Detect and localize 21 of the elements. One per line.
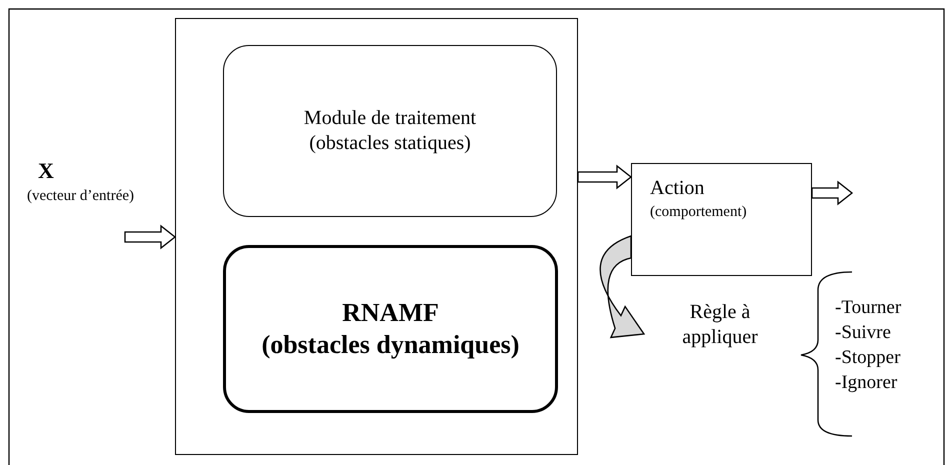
- node-subtitle: (obstacles statiques): [309, 131, 471, 156]
- system-box: [175, 18, 578, 455]
- variable-label: X: [38, 158, 54, 184]
- node-title: Action: [650, 176, 704, 201]
- module-box: [223, 45, 557, 217]
- module-box: [223, 245, 558, 413]
- node-subtitle: (obstacles dynamiques): [262, 329, 520, 361]
- block-arrow: [124, 224, 176, 250]
- block-arrow: [811, 180, 854, 206]
- node-text: Règle à appliquer: [681, 300, 759, 350]
- rule-item: -Tourner: [835, 297, 902, 319]
- input-caption: (vecteur d’entrée): [27, 188, 134, 205]
- node-title: RNAMF: [342, 296, 439, 328]
- rule-item: -Ignorer: [835, 372, 898, 394]
- node-title: Module de traitement: [304, 106, 476, 131]
- block-arrow: [600, 235, 645, 338]
- rule-item: -Suivre: [835, 322, 891, 344]
- node-subtitle: (comportement): [650, 203, 747, 222]
- block-arrow: [577, 164, 632, 190]
- action-box: [631, 163, 812, 276]
- rule-item: -Stopper: [835, 347, 900, 369]
